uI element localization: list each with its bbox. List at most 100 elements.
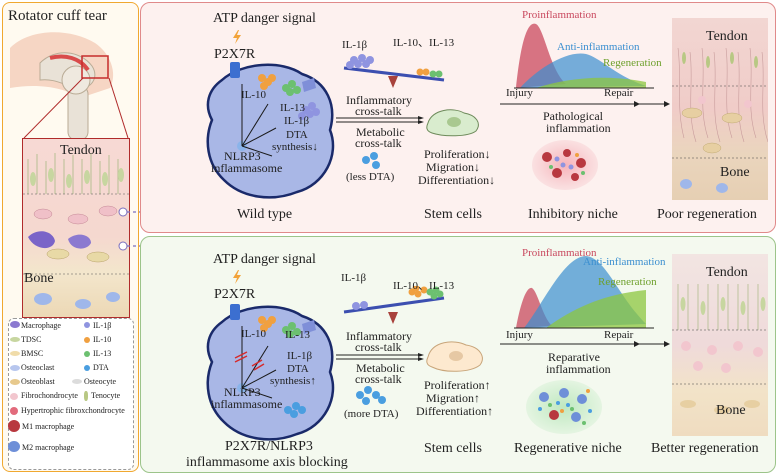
- bottom-seesaw: [343, 286, 445, 324]
- top-outcome-bone: Bone: [720, 165, 750, 180]
- bottom-dta-line1: DTA: [287, 363, 309, 375]
- legend-il1b-icon: [84, 322, 90, 328]
- bottom-curve-pro: Proinflammation: [522, 247, 597, 259]
- top-stem-effect-2: Differentiation↓: [418, 173, 496, 187]
- bottom-dta-dots: [356, 386, 386, 405]
- bottom-stem-effect-0: Proliferation↑: [424, 378, 491, 392]
- legend-item: IL-10: [93, 335, 112, 344]
- legend-item: M2 macrophage: [22, 443, 75, 452]
- top-outcome-arrow: [600, 101, 670, 107]
- bottom-nlrp3-line2: inflammasome: [211, 397, 283, 411]
- legend-item: M1 macrophage: [22, 422, 75, 431]
- legend-macrophage-icon: [10, 321, 20, 328]
- bottom-cell-label-line2: inflammasome axis blocking: [186, 455, 348, 470]
- top-outcome-label: Poor regeneration: [657, 207, 757, 222]
- top-inflammation-chart: [514, 23, 654, 89]
- top-dta-line1: DTA: [286, 129, 308, 141]
- bottom-nlrp3-line1: NLRP3: [224, 385, 261, 399]
- bottom-il1b-label: IL-1β: [287, 350, 313, 362]
- top-lightning-icon: [233, 30, 241, 44]
- bottom-niche-label: Regenerative niche: [514, 441, 622, 456]
- legend-item: Osteoclast: [21, 363, 55, 372]
- bottom-injury-label: Injury: [506, 329, 533, 341]
- legend-m1-icon: [8, 420, 20, 432]
- bottom-more-dta: (more DTA): [344, 408, 399, 420]
- bottom-inflammation-chart: [514, 256, 654, 329]
- top-dta-line2: synthesis↓: [272, 141, 318, 153]
- left-tendon-label: Tendon: [60, 143, 102, 158]
- top-dta-dots: [362, 152, 380, 169]
- top-stem-effect-1: Migration↓: [426, 160, 480, 174]
- top-niche-cells: [542, 149, 586, 181]
- legend-bmsc-icon: [10, 351, 20, 356]
- top-niche-label: Inhibitory niche: [528, 207, 618, 222]
- bottom-stem-label: Stem cells: [424, 441, 482, 456]
- top-crosstalk1-line2: cross-talk: [355, 104, 402, 118]
- legend-item: Hypertrophic fibroxchondrocyte: [21, 406, 125, 415]
- top-injury-label: Injury: [506, 87, 533, 99]
- legend-item: Fibrochondrocyte: [21, 391, 78, 400]
- bottom-crosstalk1-line2: cross-talk: [355, 340, 402, 354]
- legend-item: TDSC: [21, 335, 42, 344]
- legend-fibrochondrocyte-icon: [10, 393, 18, 400]
- legend-osteoclast-icon: [10, 365, 20, 371]
- tissue-zoom: [22, 138, 130, 318]
- bottom-inflammation-line1: Reparative: [548, 350, 600, 364]
- legend-il13-icon: [84, 351, 90, 357]
- top-crosstalk2-line2: cross-talk: [355, 136, 402, 150]
- bottom-outcome-bone: Bone: [716, 403, 746, 418]
- bottom-atp-label: ATP danger signal: [213, 252, 316, 267]
- bottom-dta-line2: synthesis↑: [270, 375, 316, 387]
- top-nlrp3-line1: NLRP3: [224, 149, 261, 163]
- legend-il10-icon: [84, 337, 90, 343]
- legend-item: Macrophage: [21, 321, 61, 330]
- left-title: Rotator cuff tear: [8, 8, 107, 24]
- top-il13-label: IL-13: [280, 102, 306, 114]
- bottom-il10-label: IL-10: [241, 328, 267, 340]
- bottom-lightning-icon: [233, 270, 241, 284]
- bottom-scale-right: IL-10、IL-13: [393, 280, 455, 292]
- legend-item: Osteoblast: [21, 377, 55, 386]
- bottom-il13-label: IL-13: [285, 329, 311, 341]
- top-outcome-tendon: Tendon: [706, 29, 748, 44]
- top-inflammation-line1: Pathological: [543, 109, 603, 123]
- legend-tdsc-icon: [10, 337, 20, 342]
- top-stem-effect-0: Proliferation↓: [424, 147, 491, 161]
- top-seesaw: [343, 54, 445, 88]
- top-crosstalk-arrows: [336, 116, 424, 124]
- bottom-inflammation-line2: inflammation: [546, 362, 611, 376]
- top-crosstalk1-line1: Inflammatory: [346, 93, 412, 107]
- bottom-outcome-label: Better regeneration: [651, 441, 759, 456]
- top-curve-regen: Regeneration: [603, 57, 662, 69]
- shoulder-illustration: [10, 32, 114, 140]
- legend-item: IL-13: [93, 349, 112, 358]
- bottom-stem-effect-1: Migration↑: [426, 391, 480, 405]
- bottom-crosstalk1-line1: Inflammatory: [346, 329, 412, 343]
- bottom-cell: [206, 304, 335, 441]
- bottom-curve-regen: Regeneration: [598, 276, 657, 288]
- top-cell-label: Wild type: [237, 207, 293, 222]
- top-outcome-tissue: [672, 18, 768, 200]
- top-il1b-label: IL-1β: [284, 115, 310, 127]
- bottom-stem-effect-2: Differentiation↑: [416, 404, 494, 418]
- bottom-crosstalk2-line1: Metabolic: [356, 361, 405, 375]
- legend-item: Tenocyte: [91, 391, 121, 400]
- top-nlrp3-line2: inflammasome: [211, 161, 283, 175]
- zoom-lines: [23, 77, 129, 139]
- top-atp-label: ATP danger signal: [213, 11, 316, 26]
- top-curve-pro: Proinflammation: [522, 9, 597, 21]
- bottom-curve-anti: Anti-inflammation: [583, 256, 666, 268]
- bottom-outcome-tendon: Tendon: [706, 265, 748, 280]
- top-stem-cell: [426, 109, 479, 137]
- legend-item: DTA: [93, 363, 109, 372]
- bottom-stem-cell: [426, 341, 483, 372]
- top-scale-right: IL-10、IL-13: [393, 37, 455, 49]
- top-repair-label: Repair: [604, 87, 634, 99]
- left-bone-label: Bone: [24, 271, 54, 286]
- top-less-dta: (less DTA): [346, 171, 395, 183]
- top-cell: [206, 62, 335, 199]
- top-inflammation-line2: inflammation: [546, 121, 611, 135]
- top-stem-label: Stem cells: [424, 207, 482, 222]
- legend-item: IL-1β: [93, 321, 112, 330]
- top-receptor-label: P2X7R: [214, 47, 256, 62]
